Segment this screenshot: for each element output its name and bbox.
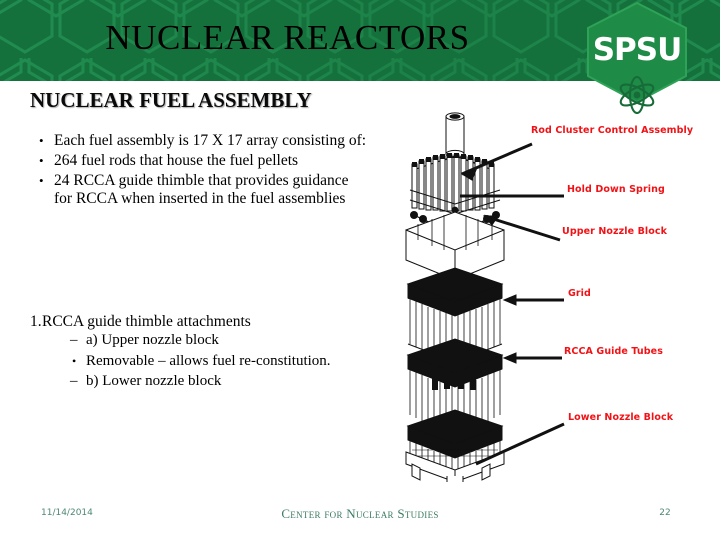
arrow-rcca-guide-tubes	[502, 352, 562, 364]
control-rod-post	[445, 112, 465, 159]
fuel-rod-bundle-3	[409, 440, 501, 473]
atom-icon	[619, 75, 655, 114]
callout-label-rcca-guide-tubes: RCCA Guide Tubes	[564, 346, 663, 357]
rcca-guide-tubes	[409, 361, 501, 430]
list-item: a) Upper nozzle block	[30, 331, 370, 350]
lower-nozzle-block	[405, 451, 505, 482]
rod-cluster-control-assembly	[409, 153, 501, 215]
list-item: 1. RCCA guide thimble attachments	[30, 312, 370, 331]
fuel-assembly-illustration	[405, 112, 565, 482]
footer-date: 11/14/2014	[41, 508, 93, 518]
list-item: Removable – allows fuel re-constitution.	[30, 352, 370, 370]
callout-label-lower-nozzle-block: Lower Nozzle Block	[568, 412, 674, 423]
grid-lower	[406, 409, 504, 459]
list-item: Each fuel assembly is 17 X 17 array cons…	[30, 132, 370, 150]
callout-label-grid: Grid	[568, 288, 591, 299]
callout-arrows	[460, 142, 565, 466]
arrow-lower-nozzle-block	[475, 422, 565, 466]
list-item: 24 RCCA guide thimble that provides guid…	[30, 172, 370, 208]
upper-nozzle-block	[405, 211, 505, 281]
footer-page-number: 22	[659, 508, 671, 518]
grid-middle	[406, 338, 504, 388]
spsu-hexagon-icon	[587, 2, 687, 114]
list-item: b) Lower nozzle block	[30, 372, 370, 391]
numbered-list: 1. RCCA guide thimble attachments a) Upp…	[30, 312, 370, 393]
arrow-upper-nozzle-block	[482, 214, 561, 242]
list-marker: 1.	[30, 313, 42, 330]
arrow-grid	[502, 294, 564, 306]
footer-center-text: Center for Nuclear Studies	[281, 506, 439, 521]
spsu-logo: SPSU	[582, 2, 692, 114]
list-item: 264 fuel rods that house the fuel pellet…	[30, 152, 370, 170]
page-title: NUCLEAR REACTORS	[105, 18, 470, 57]
section-heading: NUCLEAR FUEL ASSEMBLY	[30, 88, 312, 112]
spsu-wordmark: SPSU	[592, 32, 683, 68]
nuclear-fuel-assembly-diagram: Rod Cluster Control Assembly Hold Down S…	[392, 112, 712, 482]
arrow-rod-cluster	[460, 142, 533, 181]
callout-label-hold-down-spring: Hold Down Spring	[567, 184, 665, 195]
callout-label-upper-nozzle-block: Upper Nozzle Block	[562, 226, 668, 237]
callout-label-rod-cluster-control-assembly: Rod Cluster Control Assembly	[531, 125, 694, 136]
list-item-label: RCCA guide thimble attachments	[42, 313, 251, 330]
bullet-list-top: Each fuel assembly is 17 X 17 array cons…	[30, 132, 370, 210]
